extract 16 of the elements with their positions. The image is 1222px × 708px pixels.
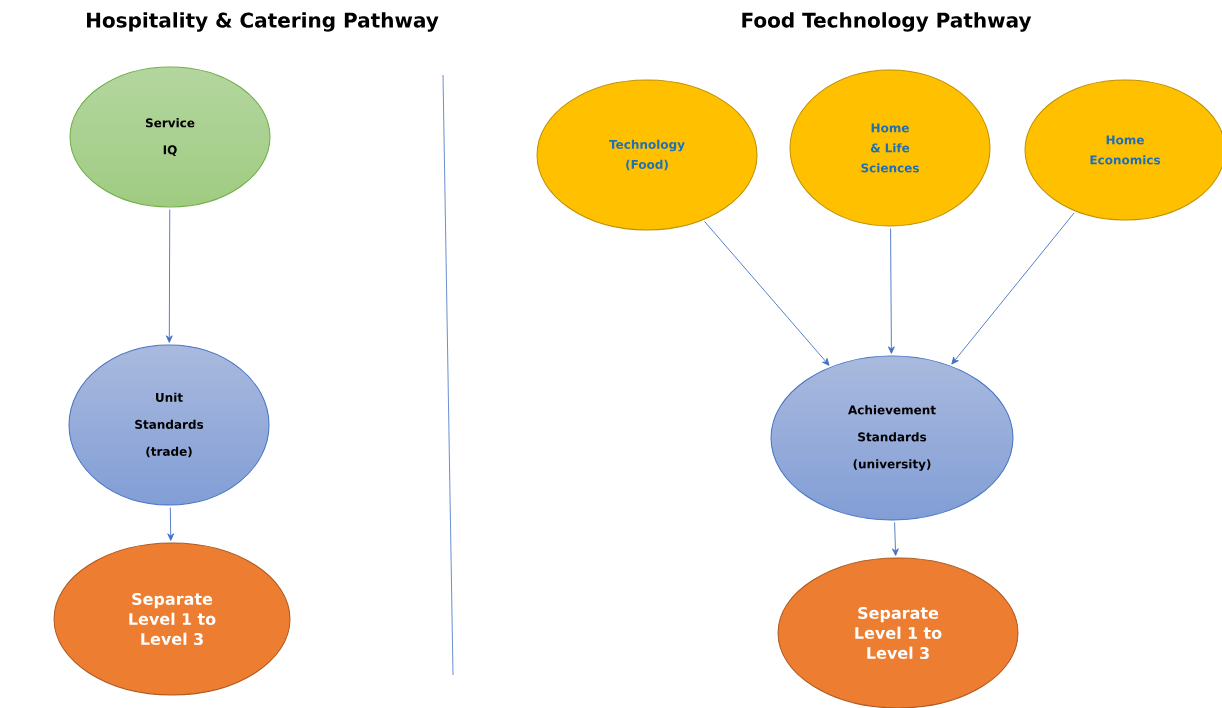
ellipse-node: Achievement Standards (university) (770, 355, 1014, 521)
ellipse-node: Separate Level 1 to Level 3 (777, 557, 1019, 708)
pathway-heading: Food Technology Pathway (742, 12, 1032, 32)
arrow (892, 522, 899, 556)
ellipse-node: Separate Level 1 to Level 3 (53, 542, 291, 696)
arrow (888, 228, 895, 354)
ellipse-node: Service IQ (69, 66, 271, 208)
arrow (165, 209, 173, 343)
ellipse-node: Unit Standards (trade) (68, 344, 270, 506)
ellipse-node: Home & Life Sciences (789, 69, 991, 227)
pathway-heading: Hospitality & Catering Pathway (87, 12, 439, 32)
arrow (704, 221, 830, 366)
ellipse-node: Technology (Food) (536, 79, 758, 231)
arrow (951, 212, 1075, 365)
ellipse-node: Home Economics (1024, 79, 1222, 221)
arrow (167, 507, 175, 541)
